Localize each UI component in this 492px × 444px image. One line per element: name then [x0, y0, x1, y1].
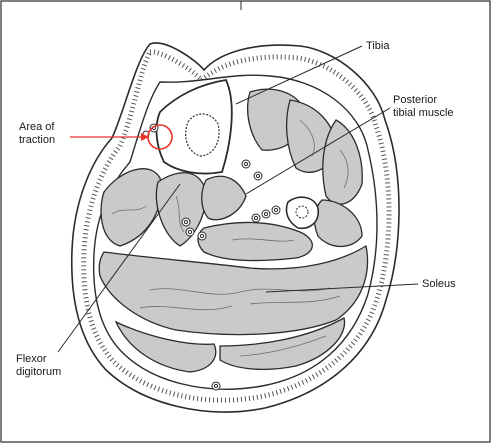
- muscle-texture: [111, 119, 349, 357]
- gastrocnemius-medial: [114, 320, 217, 373]
- label-flexor-digitorum: Flexor digitorum: [16, 353, 62, 378]
- lateral-muscle: [322, 119, 363, 205]
- traction-arrow-icon: [141, 133, 149, 141]
- soleus-muscle: [98, 244, 369, 336]
- tibia-marrow: [185, 113, 220, 157]
- neurovascular-bundles: [142, 123, 281, 391]
- label-area-of-traction: Area of traction: [19, 121, 56, 146]
- label-soleus: Soleus: [422, 278, 456, 290]
- leader-lines: [57, 45, 419, 353]
- posterior-tibial-muscle: [201, 175, 247, 221]
- gastrocnemius-lateral: [219, 317, 346, 370]
- deep-posterior-muscle: [197, 221, 313, 262]
- fibula-marrow: [295, 205, 309, 219]
- label-tibia: Tibia: [366, 40, 390, 52]
- muscle-compartment: [100, 168, 162, 247]
- flexor-digitorum-muscle: [155, 172, 206, 247]
- label-posterior-tibial-muscle: Posterior tibial muscle: [393, 94, 454, 119]
